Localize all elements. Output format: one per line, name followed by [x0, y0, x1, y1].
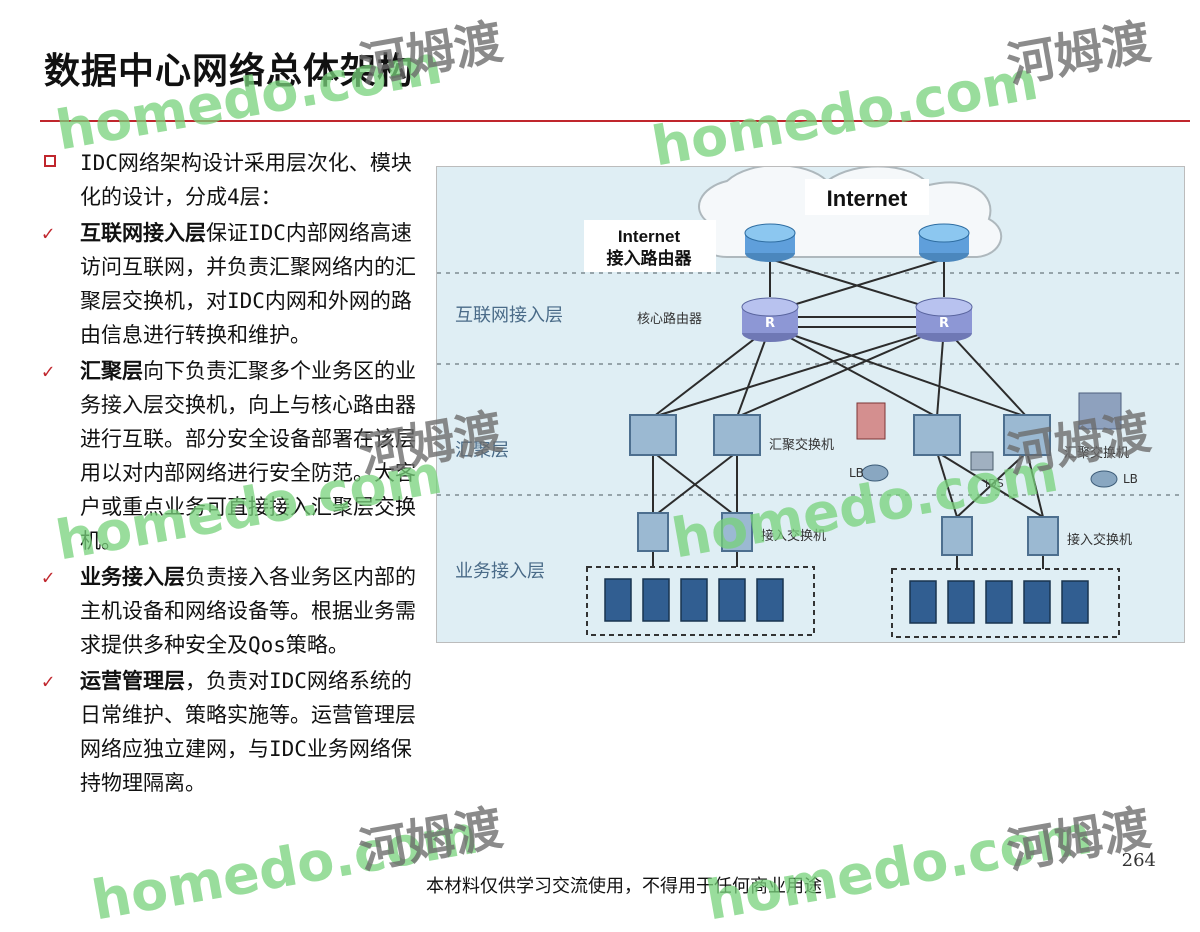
internet-label-bg [805, 179, 929, 215]
item-text: 保证IDC内部网络高速访问互联网，并负责汇聚网络内的汇聚层交换机，对IDC内网和… [80, 221, 416, 347]
list-item: ✓ 业务接入层负责接入各业务区内部的主机设备和网络设备等。根据业务需求提供多种安… [42, 560, 422, 662]
firewall-icon [856, 402, 886, 440]
item-text: ，负责对IDC网络系统的日常维护、策略实施等。运营管理层网络应独立建网，与IDC… [80, 669, 416, 795]
core-router-right-icon: R [915, 297, 973, 342]
server-icon [909, 580, 937, 624]
square-bullet-icon [44, 155, 56, 167]
router-label-bg [584, 220, 716, 272]
aggregation-switch-icon [1003, 414, 1051, 456]
internet-router-right-icon [918, 223, 970, 262]
server-icon [756, 578, 784, 622]
server-icon [642, 578, 670, 622]
security-device-icon [1078, 392, 1122, 430]
checkmark-icon: ✓ [42, 359, 55, 383]
access-switch-icon [721, 512, 753, 552]
network-diagram-svg: Internet Internet 接入路由器 互联网接入层 汇聚层 业务接入层 [437, 164, 1184, 642]
load-balancer-left-icon [861, 464, 889, 482]
router-label-top: Internet [618, 227, 681, 246]
lb-left-label: LB [849, 466, 864, 480]
aggregation-switch-right-label: 汇聚交换机 [1064, 445, 1129, 461]
slide-content: IDC网络架构设计采用层次化、模块化的设计，分成4层： ✓ 互联网接入层保证ID… [42, 146, 422, 802]
server-icon [604, 578, 632, 622]
server-group-right [891, 568, 1120, 638]
page-number: 264 [1121, 850, 1156, 871]
svg-text:R: R [765, 316, 775, 331]
router-label-bottom: 接入路由器 [607, 248, 693, 269]
item-heading: 运营管理层 [80, 669, 185, 693]
aggregation-switch-icon [629, 414, 677, 456]
item-heading: 汇聚层 [80, 359, 143, 383]
access-switch-icon [1027, 516, 1059, 556]
internet-router-left-icon [744, 223, 796, 262]
item-heading: 业务接入层 [80, 565, 185, 589]
footer-note: 本材料仅供学习交流使用，不得用于任何商业用途 [426, 876, 822, 897]
intro-text: IDC网络架构设计采用层次化、模块化的设计，分成4层： [80, 151, 412, 209]
server-icon [985, 580, 1013, 624]
server-icon [1023, 580, 1051, 624]
checkmark-icon: ✓ [42, 565, 55, 589]
layer-label-access: 业务接入层 [455, 561, 545, 582]
list-item: ✓ 互联网接入层保证IDC内部网络高速访问互联网，并负责汇聚网络内的汇聚层交换机… [42, 216, 422, 352]
aggregation-switch-icon [713, 414, 761, 456]
item-heading: 互联网接入层 [80, 221, 206, 245]
layer-label-internet: 互联网接入层 [455, 305, 563, 326]
title-divider [40, 120, 1190, 122]
watermark-brand: homedo.com [701, 802, 1097, 932]
intro-item: IDC网络架构设计采用层次化、模块化的设计，分成4层： [42, 146, 422, 214]
server-icon [1061, 580, 1089, 624]
ids-label: IDS [985, 477, 1004, 490]
aggregation-switch-icon [913, 414, 961, 456]
server-icon [718, 578, 746, 622]
svg-text:R: R [939, 316, 949, 331]
checkmark-icon: ✓ [42, 669, 55, 693]
internet-label: Internet [827, 186, 908, 211]
page-title: 数据中心网络总体架构 [44, 51, 415, 92]
watermark-brand: homedo.com [87, 802, 483, 932]
lb-right-label: LB [1123, 472, 1138, 486]
item-text: 向下负责汇聚多个业务区的业务接入层交换机，向上与核心路由器进行互联。部分安全设备… [80, 359, 416, 553]
watermark-chinese: 河姆渡 [1003, 13, 1155, 95]
item-text: 负责接入各业务区内部的主机设备和网络设备等。根据业务需求提供多种安全及Qos策略… [80, 565, 416, 657]
server-icon [947, 580, 975, 624]
aggregation-switch-left-label: 汇聚交换机 [769, 437, 834, 453]
access-switch-right-label: 接入交换机 [1067, 532, 1132, 548]
access-switch-icon [941, 516, 973, 556]
network-diagram: Internet Internet 接入路由器 互联网接入层 汇聚层 业务接入层 [436, 164, 1185, 643]
list-item: ✓ 汇聚层向下负责汇聚多个业务区的业务接入层交换机，向上与核心路由器进行互联。部… [42, 354, 422, 558]
ids-icon [970, 451, 994, 471]
core-router-left-icon: R [741, 297, 799, 342]
access-switch-icon [637, 512, 669, 552]
watermark-chinese: 河姆渡 [355, 799, 507, 881]
checkmark-icon: ✓ [42, 221, 55, 245]
load-balancer-right-icon [1090, 470, 1118, 488]
access-switch-left-label: 接入交换机 [761, 528, 826, 544]
list-item: ✓ 运营管理层，负责对IDC网络系统的日常维护、策略实施等。运营管理层网络应独立… [42, 664, 422, 800]
core-router-label: 核心路由器 [637, 311, 702, 327]
server-icon [680, 578, 708, 622]
server-group-left [586, 566, 815, 636]
watermark-brand: homedo.com [647, 48, 1043, 179]
layer-label-aggregation: 汇聚层 [455, 440, 509, 461]
